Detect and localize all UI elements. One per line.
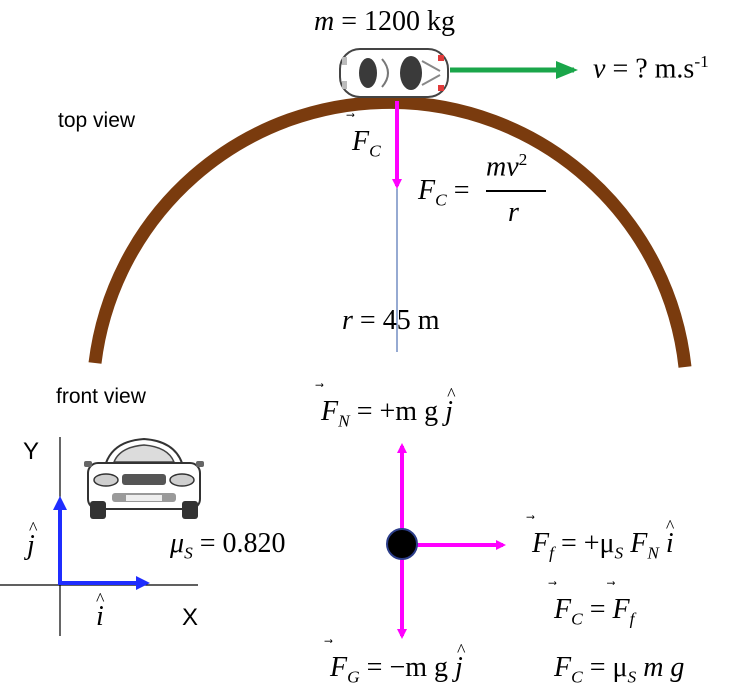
radius-label: r = 45 m	[342, 305, 440, 336]
friction-coefficient-label: μS = 0.820	[170, 528, 286, 563]
centripetal-formula-lhs: FC =	[418, 175, 470, 210]
friction-force-equation: ⃗Ff = +μS FN ^i	[532, 516, 675, 563]
centripetal-formula-denominator: r	[508, 197, 519, 228]
car-top-view-icon	[339, 48, 449, 98]
unit-vector-i-label: ^i	[96, 589, 105, 632]
x-axis-label: X	[182, 604, 199, 631]
y-axis-label: Y	[23, 438, 40, 465]
centripetal-force-vector-label: ⃗ FC	[352, 126, 381, 161]
centripetal-formula-numerator: mv2	[486, 150, 528, 183]
unit-vector-j-label: ^j	[27, 518, 38, 561]
car-front-view-icon	[84, 437, 204, 519]
front-view-label: front view	[56, 385, 146, 408]
velocity-label: v = ? m.s-1	[593, 52, 709, 85]
weight-force-equation: ⃗FG = −m g ^j	[330, 640, 466, 687]
body-point	[386, 528, 418, 560]
mass-label: m = 1200 kg	[314, 6, 456, 37]
normal-force-equation: ⃗FN = +m g ^j	[321, 384, 456, 431]
force-relation-vector: ⃗FC = ⃗Ff	[554, 594, 635, 629]
track-arc	[88, 95, 692, 368]
force-relation-magnitude: FC = μS m g	[554, 652, 685, 687]
top-view-label: top view	[58, 109, 136, 132]
fraction-bar	[486, 190, 546, 192]
